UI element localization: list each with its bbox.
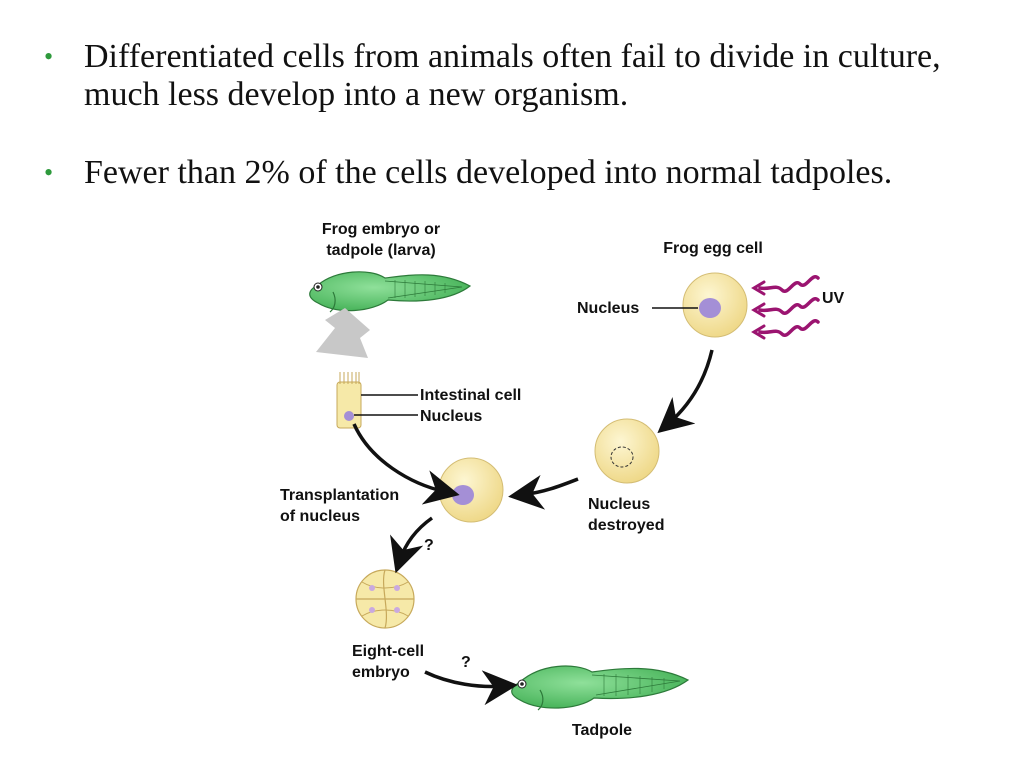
arrow-to-eight-cell — [390, 516, 434, 574]
uv-rays-icon — [751, 275, 820, 340]
arrow-to-recipient-egg — [508, 474, 579, 510]
nucleus-destroyed-label-line2: destroyed — [588, 517, 664, 534]
bullet-item-1: • Differentiated cells from animals ofte… — [44, 38, 984, 114]
arrow-transplant-nucleus — [352, 423, 460, 505]
eight-cell-label-line2: embryo — [352, 664, 410, 681]
gray-arrow-icon — [316, 308, 370, 358]
frog-embryo-label-line2: tadpole (larva) — [326, 242, 435, 259]
destroyed-nucleus-icon — [610, 446, 634, 468]
eight-cell-label-line1: Eight-cell — [352, 643, 424, 660]
intestinal-nucleus-label: Nucleus — [420, 408, 482, 425]
nucleus-destroyed-label-line1: Nucleus — [588, 496, 650, 513]
frog-egg-cell-label: Frog egg cell — [663, 240, 763, 257]
enucleated-egg-icon — [594, 418, 660, 484]
frog-embryo-label-line1: Frog embryo or — [322, 221, 440, 238]
bullet-text-2: Fewer than 2% of the cells developed int… — [84, 154, 893, 191]
intestinal-cell-icon — [336, 372, 362, 429]
question-mark-1: ? — [424, 537, 434, 554]
egg-nucleus-icon — [699, 298, 721, 318]
tadpole-label: Tadpole — [572, 722, 632, 739]
bullet-item-2: • Fewer than 2% of the cells developed i… — [44, 154, 984, 192]
question-mark-2: ? — [461, 654, 471, 671]
transplantation-label-line1: Transplantation — [280, 487, 399, 504]
bullet-dot-icon: • — [44, 42, 54, 71]
transplanted-nucleus-icon — [452, 485, 474, 505]
bullet-dot-icon: • — [44, 158, 54, 187]
eight-cell-embryo-icon — [355, 569, 415, 629]
result-tadpole-icon — [511, 665, 690, 711]
uv-label: UV — [822, 290, 845, 307]
egg-nucleus-label: Nucleus — [577, 300, 639, 317]
arrow-to-enucleated-egg — [657, 349, 714, 434]
intestinal-cell-label: Intestinal cell — [420, 387, 521, 404]
transplantation-label-line2: of nucleus — [280, 508, 360, 525]
bullet-text-1: Differentiated cells from animals often … — [84, 38, 941, 113]
source-tadpole-icon — [309, 271, 472, 313]
arrow-to-tadpole — [424, 670, 518, 706]
